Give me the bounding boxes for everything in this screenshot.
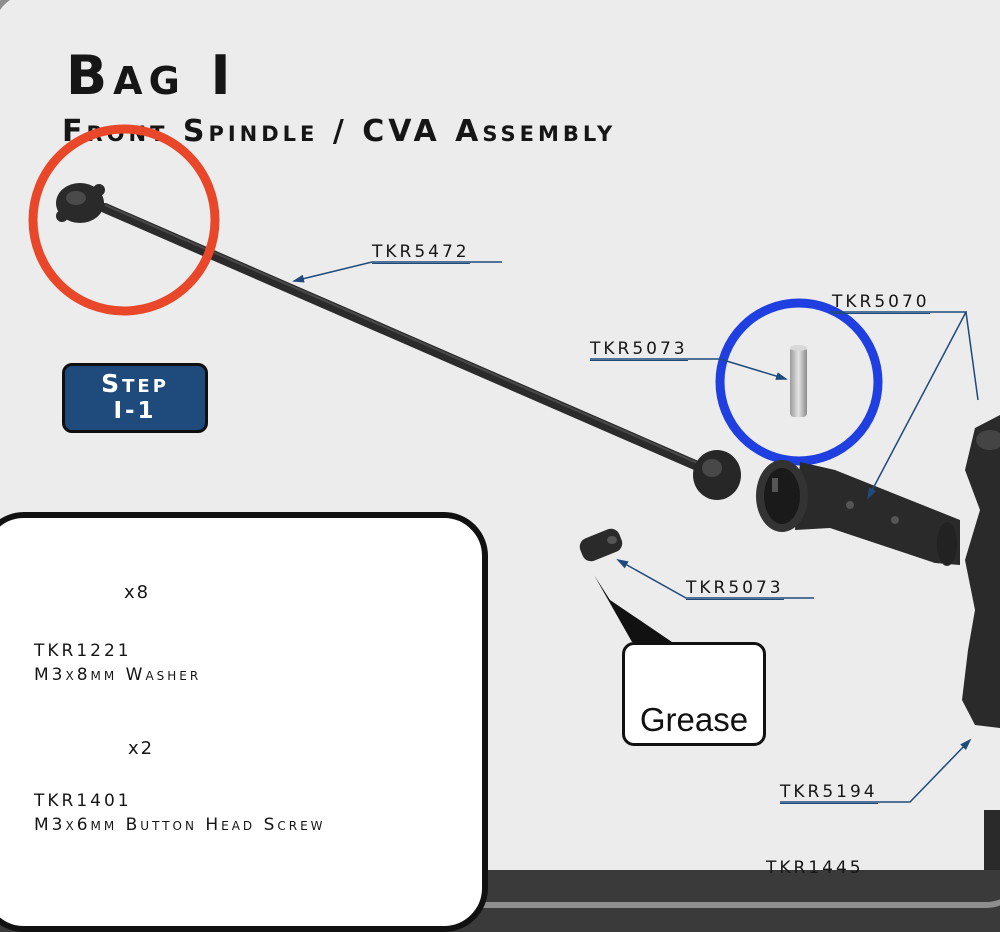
step-label: Step [101,369,169,398]
screw-quantity: x2 [128,738,155,759]
washer-part-number: TKR1221 [34,641,132,661]
label-pin-lower: TKR5073 [686,578,784,600]
grease-callout-pointer [594,575,672,642]
leader-lines [292,261,979,803]
screw-part-number: TKR1401 [34,791,132,811]
page-title: Bag I [66,44,237,107]
cup-part [756,460,960,566]
pin-part-lower [579,528,623,562]
driveshaft-part [56,183,741,500]
grease-callout: Grease [622,642,766,746]
step-badge: Step I-1 [62,363,208,433]
label-bottom-partial: TKR1445 [766,858,864,878]
hardware-box [0,512,488,932]
screw-description: M3x6mm Button Head Screw [34,815,326,835]
label-spindle: TKR5194 [780,782,878,804]
label-cup: TKR5070 [832,292,930,314]
label-driveshaft: TKR5472 [372,242,470,264]
washer-quantity: x8 [124,582,151,603]
step-number: I-1 [113,398,157,424]
washer-description: M3x8mm Washer [34,665,202,685]
grease-label: Grease [639,701,749,738]
spindle-part [962,415,1000,870]
highlight-circle-red [28,124,220,316]
highlight-circle-blue [715,298,883,466]
label-pin-upper: TKR5073 [590,339,688,361]
pin-part-upper [790,345,807,417]
